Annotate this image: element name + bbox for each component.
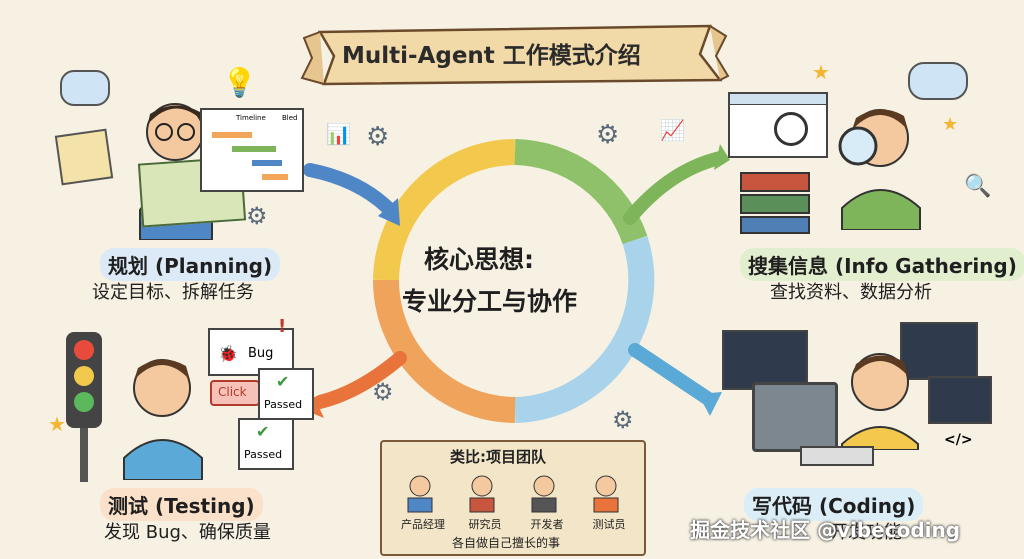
gantt-label-timeline: Timeline xyxy=(236,114,266,122)
lightbulb-icon: 💡 xyxy=(222,66,257,99)
arrow-to-testing xyxy=(313,351,407,409)
code-window-1 xyxy=(722,330,808,390)
cycle-diagram xyxy=(304,139,730,423)
arrow-to-info xyxy=(623,151,727,225)
role-product-manager: 产品经理 xyxy=(401,518,445,531)
role-tester: 测试员 xyxy=(592,518,626,531)
browser-window-icon xyxy=(728,92,828,158)
passed-label-1: Passed xyxy=(264,398,303,411)
bug-label: Bug xyxy=(248,346,274,361)
sticky-note-icon xyxy=(54,128,114,186)
tester-character xyxy=(110,340,220,481)
gantt-label-bled: Bled xyxy=(282,114,298,122)
planning-title: 规划 (Planning) xyxy=(100,248,281,281)
star-icon-2: ★ xyxy=(48,412,66,436)
books-icon xyxy=(740,172,810,234)
code-tag-icon: </> xyxy=(944,432,973,448)
analogy-footer: 各自做自己擅长的事 xyxy=(452,536,561,550)
coding-title: 写代码 (Coding) xyxy=(744,488,924,521)
magnifier-icon: 🔍 xyxy=(964,174,992,199)
arrow-to-coding xyxy=(628,343,717,407)
monitor-icon xyxy=(752,382,838,452)
watermark: 掘金技术社区 @vibecoding xyxy=(690,518,961,542)
center-line-2: 专业分工与协作 xyxy=(402,287,578,316)
trend-chart-icon: 📈 xyxy=(660,118,685,142)
code-window-3 xyxy=(928,376,992,424)
testing-subtitle: 发现 Bug、确保质量 xyxy=(104,522,271,543)
keyboard-icon xyxy=(800,446,874,466)
bar-chart-icon: 📊 xyxy=(326,122,351,146)
role-developer: 开发者 xyxy=(530,518,564,531)
planning-subtitle: 设定目标、拆解任务 xyxy=(92,282,254,303)
gear-icon-4: ⚙ xyxy=(372,378,394,406)
click-label: Click xyxy=(218,385,247,399)
coding-subtitle: 开发功能 xyxy=(830,522,902,543)
check-icon-2: ✔ xyxy=(256,422,270,441)
developer-character xyxy=(830,340,930,451)
info-subtitle: 查找资料、数据分析 xyxy=(770,282,932,303)
gear-icon-2: ⚙ xyxy=(596,120,620,150)
analogy-box: 类比:项目团队 产品经理 研究员 开发者 测试员 各自做自己擅长的事 xyxy=(380,440,646,556)
researcher-character xyxy=(820,90,930,231)
ring-segment-blue xyxy=(514,236,655,423)
info-title: 搜集信息 (Info Gathering) xyxy=(740,248,1024,281)
speech-bubble-icon xyxy=(60,70,110,106)
gantt-chart-icon: Timeline Bled xyxy=(200,108,304,192)
title-banner xyxy=(300,24,730,86)
gear-icon-3: ⚙ xyxy=(246,202,268,230)
star-icon-1: ★ xyxy=(812,60,830,84)
passed-card-1: ✔ Passed xyxy=(258,368,314,420)
arrow-from-planning xyxy=(303,163,400,226)
ring-segment-yellow xyxy=(373,139,516,281)
ring-segment-orange xyxy=(373,279,516,423)
thought-bubble-icon xyxy=(908,62,968,100)
passed-label-2: Passed xyxy=(244,448,283,461)
analogy-avatars xyxy=(386,470,640,514)
gear-icon-5: ⚙ xyxy=(612,406,634,434)
ring-segment-green xyxy=(514,139,648,245)
passed-card-2: ✔ Passed xyxy=(238,418,294,470)
star-icon-3: ★ xyxy=(942,114,959,135)
center-line-1: 核心思想: xyxy=(424,245,534,274)
alert-icon: ! xyxy=(278,316,287,337)
click-button[interactable]: Click xyxy=(210,380,260,406)
analogy-title: 类比:项目团队 xyxy=(450,448,546,466)
role-researcher: 研究员 xyxy=(468,518,502,531)
traffic-light-icon xyxy=(62,332,108,482)
testing-title: 测试 (Testing) xyxy=(100,488,263,521)
gear-icon-1: ⚙ xyxy=(366,122,390,152)
banner-title: Multi-Agent 工作模式介绍 xyxy=(342,43,641,69)
code-window-2 xyxy=(900,322,978,380)
bug-icon: 🐞 xyxy=(218,344,238,363)
check-icon: ✔ xyxy=(276,372,290,391)
